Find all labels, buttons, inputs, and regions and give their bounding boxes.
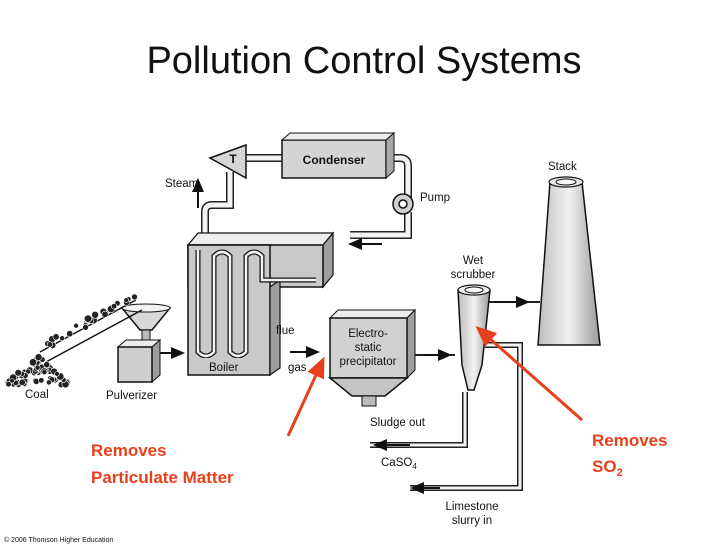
gas-label: gas xyxy=(288,362,307,374)
coal-icon xyxy=(4,293,138,389)
copyright: © 2006 Thomson Higher Education xyxy=(4,536,113,544)
wet-scrubber-label-2: scrubber xyxy=(451,269,496,281)
so2-annotation-2: SO2 xyxy=(592,457,623,479)
sludge-out-label: Sludge out xyxy=(370,417,426,429)
limestone-label-2: slurry in xyxy=(452,515,492,527)
stack xyxy=(537,176,601,346)
precipitator-label-1: Electro- xyxy=(348,328,388,340)
boiler xyxy=(186,231,335,377)
particulate-arrow xyxy=(286,356,325,437)
pulverizer-label: Pulverizer xyxy=(106,390,157,402)
particulate-annotation-2: Particulate Matter xyxy=(91,468,234,487)
pump-label: Pump xyxy=(420,192,450,204)
wet-scrubber xyxy=(457,284,491,391)
pulverizer xyxy=(116,303,172,384)
turbine-label: T xyxy=(229,152,237,166)
wet-scrubber-label-1: Wet xyxy=(463,255,484,267)
precipitator-label-2: static xyxy=(355,342,382,354)
coal-label: Coal xyxy=(25,389,49,401)
flue-label: flue xyxy=(276,325,295,337)
limestone-label-1: Limestone xyxy=(445,501,498,513)
pump-icon xyxy=(392,193,414,215)
so2-arrow xyxy=(475,326,583,422)
condenser xyxy=(280,131,396,180)
condenser-label: Condenser xyxy=(303,153,366,167)
precipitator-label-3: precipitator xyxy=(340,356,397,368)
so2-annotation-1: Removes xyxy=(592,431,668,450)
particulate-annotation-1: Removes xyxy=(91,441,167,460)
steam-label: Steam xyxy=(165,178,198,190)
flow-arrows xyxy=(160,178,530,494)
stack-label: Stack xyxy=(548,161,577,173)
page-title: Pollution Control Systems xyxy=(146,40,582,82)
boiler-label: Boiler xyxy=(209,362,239,374)
electrostatic-precipitator xyxy=(327,308,417,407)
caso4-label: CaSO4 xyxy=(381,457,417,471)
turbine-icon xyxy=(208,143,247,180)
